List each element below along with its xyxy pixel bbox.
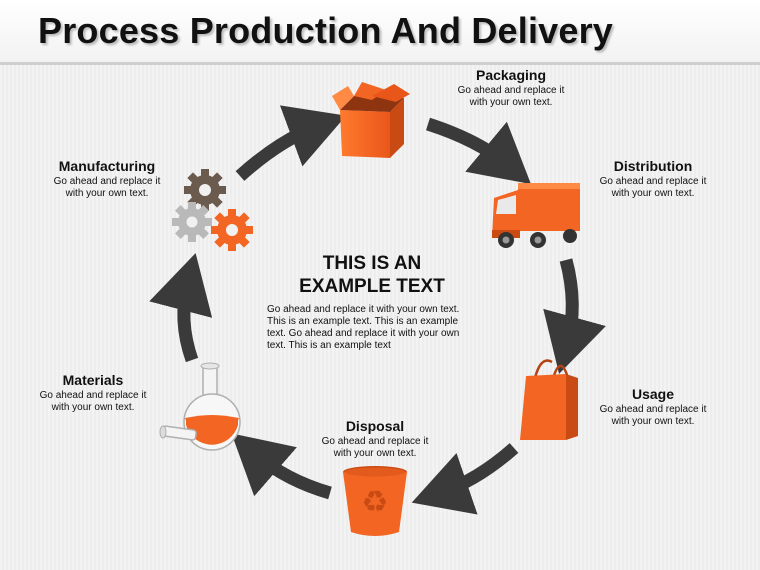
truck-icon [492, 183, 580, 248]
step-manufacturing: Manufacturing Go ahead and replace it wi… [42, 158, 172, 200]
gears-icon [172, 169, 253, 251]
step-title: Disposal [310, 418, 440, 434]
step-packaging: Packaging Go ahead and replace it with y… [446, 67, 576, 109]
center-text-block: THIS IS AN EXAMPLE TEXT Go ahead and rep… [267, 252, 477, 352]
step-description: Go ahead and replace it with your own te… [593, 404, 713, 428]
arrow-distribution-to-usage [566, 260, 572, 345]
arrow-materials-to-manufacturing [184, 282, 192, 360]
step-description: Go ahead and replace it with your own te… [451, 85, 571, 109]
step-title: Materials [28, 372, 158, 388]
step-usage: Usage Go ahead and replace it with your … [588, 386, 718, 428]
box-icon [332, 82, 410, 158]
arrow-usage-to-disposal [440, 448, 514, 493]
arrow-packaging-to-distribution [428, 124, 508, 165]
step-description: Go ahead and replace it with your own te… [47, 176, 167, 200]
step-title: Manufacturing [42, 158, 172, 174]
svg-text:♻: ♻ [362, 485, 389, 520]
step-disposal: Disposal Go ahead and replace it with yo… [310, 418, 440, 460]
step-materials: Materials Go ahead and replace it with y… [28, 372, 158, 414]
shopping-bag-icon [520, 361, 578, 440]
center-heading-line2: EXAMPLE TEXT [267, 275, 477, 298]
flask-icon [160, 363, 240, 450]
center-heading-line1: THIS IS AN [267, 252, 477, 275]
center-paragraph: Go ahead and replace it with your own te… [267, 304, 477, 352]
step-description: Go ahead and replace it with your own te… [315, 436, 435, 460]
recycle-bin-icon: ♻ [343, 466, 407, 536]
step-description: Go ahead and replace it with your own te… [33, 390, 153, 414]
step-description: Go ahead and replace it with your own te… [593, 176, 713, 200]
step-title: Usage [588, 386, 718, 402]
step-distribution: Distribution Go ahead and replace it wit… [588, 158, 718, 200]
step-title: Distribution [588, 158, 718, 174]
arrow-manufacturing-to-packaging [240, 126, 318, 176]
step-title: Packaging [446, 67, 576, 83]
